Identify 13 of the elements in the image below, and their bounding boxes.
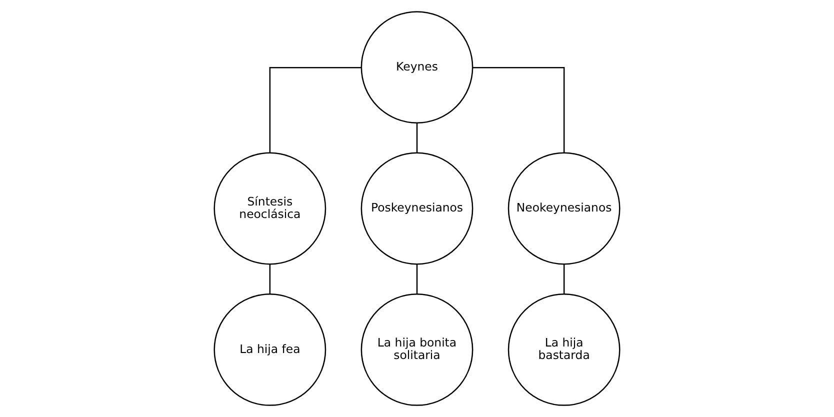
connector	[269, 264, 271, 294]
connector	[416, 264, 418, 294]
connector	[563, 264, 565, 294]
node-circle: La hija bastarda	[508, 294, 620, 406]
node-circle: Poskeynesianos	[360, 152, 474, 265]
node-circle: Síntesis neoclásica	[214, 152, 326, 265]
connector	[472, 67, 565, 153]
node-circle: Neokeynesianos	[508, 152, 620, 265]
node-circle: La hija fea	[214, 294, 326, 406]
connector	[416, 123, 418, 153]
node-circle: La hija bonita solitaria	[360, 294, 474, 406]
connector	[269, 67, 362, 153]
node-circle: Keynes	[360, 11, 474, 124]
